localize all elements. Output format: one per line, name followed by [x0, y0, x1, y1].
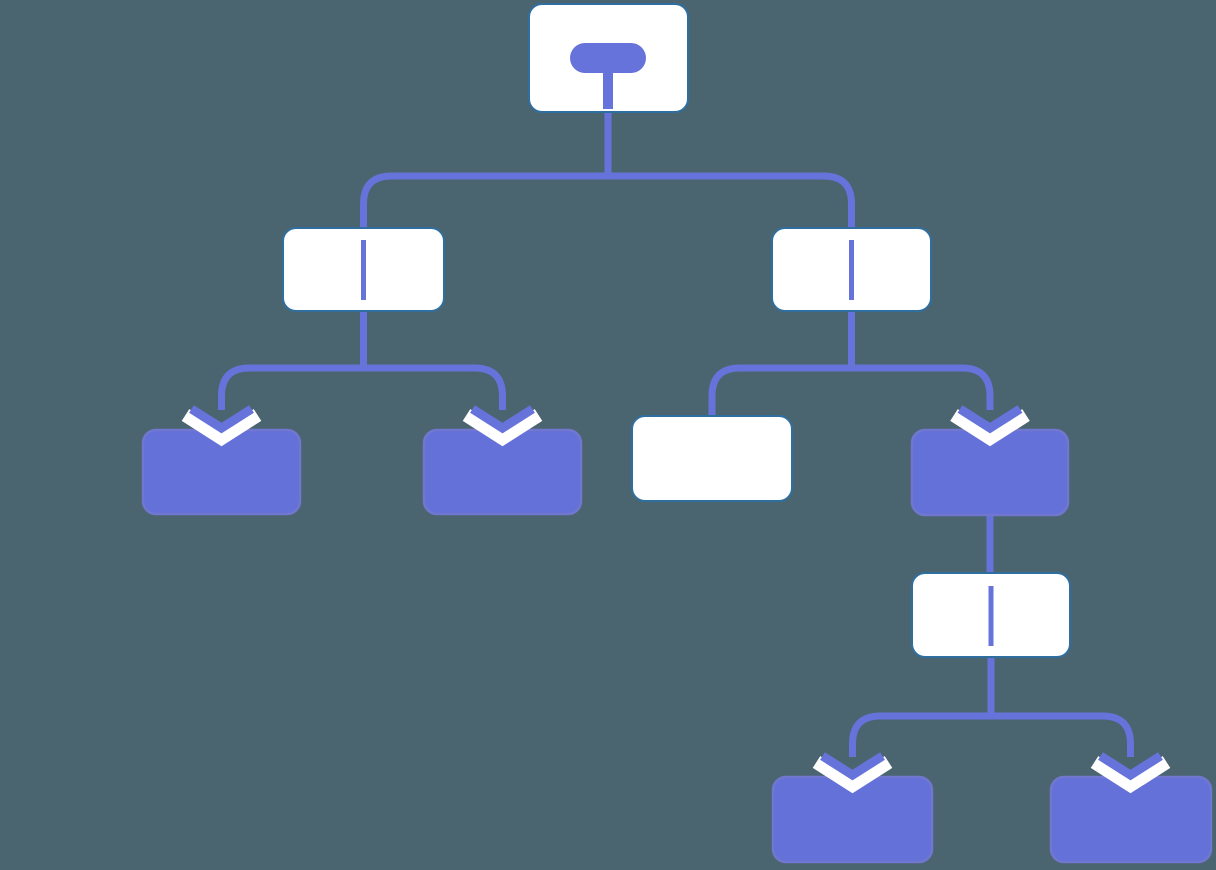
edge-group-c-to-leaf-c1-and-leaf-c2	[849, 657, 1134, 757]
edges-layer	[218, 112, 1134, 757]
node-group-c[interactable]	[911, 572, 1071, 658]
node-group-a[interactable]	[282, 227, 445, 312]
tree-root-pill-icon	[570, 43, 646, 109]
node-root[interactable]	[528, 3, 689, 113]
node-leaf-b1[interactable]	[631, 415, 793, 502]
edge-root-to-group-a-and-group-b	[360, 112, 855, 228]
edge-group-b-to-leaf-b1-and-leaf-b2	[708, 311, 994, 417]
node-group-b[interactable]	[771, 227, 932, 312]
edge-group-a-to-leaf-a1-and-leaf-a2	[218, 311, 506, 410]
